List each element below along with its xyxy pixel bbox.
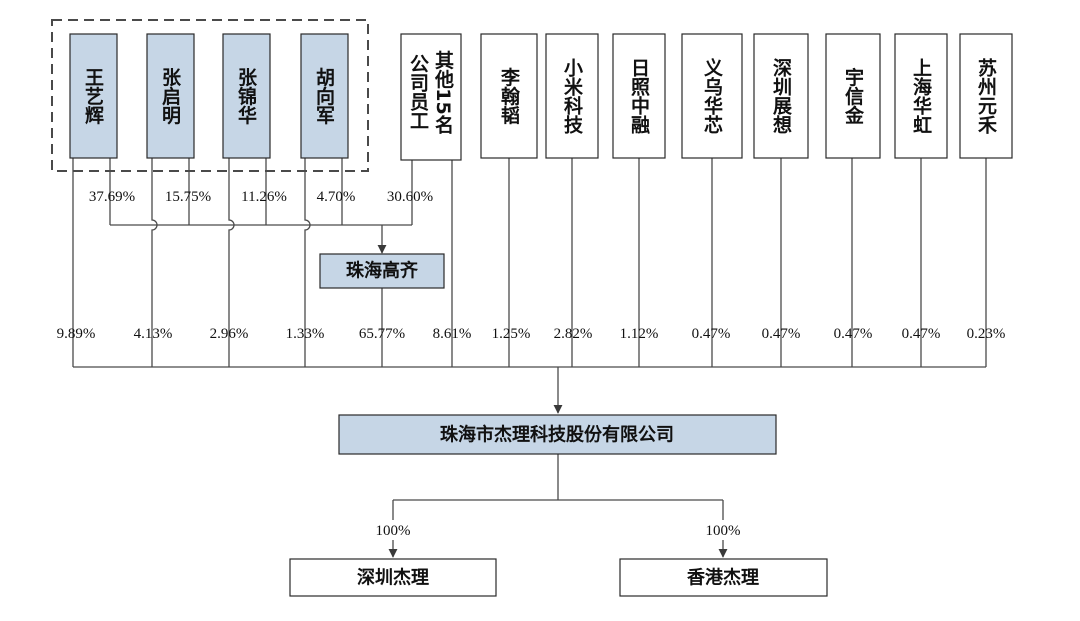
platform-name: 珠海高齐 [346,260,419,282]
pct-label: 2.82% [554,326,593,342]
founder-name: 张锦华 [235,67,257,125]
subsidiary-box-hongkong: 香港杰理 [619,558,828,597]
pct-label: 1.25% [492,326,531,342]
pct-label: 4.13% [134,326,173,342]
pct-label: 0.47% [902,326,941,342]
investor-name: 宇信金 [842,67,865,124]
investor-name: 苏州元禾 [975,57,997,135]
pct-label: 0.47% [834,326,873,342]
pct-label: 4.70% [317,189,356,205]
pct-label: 100% [376,523,411,539]
other-staff-label-col2: 其他15名 [432,50,455,134]
investor-name: 日照中融 [628,58,650,135]
founder-box-zhang-qiming: 张启明 [146,33,195,159]
company-stake-labels: 9.89% 4.13% 2.96% 1.33% 65.77% 8.61% 1.2… [57,326,1006,342]
investor-box-yiwu: 义乌华芯 [681,33,743,159]
pct-label: 65.77% [359,326,405,342]
subsidiary-name: 深圳杰理 [357,567,429,589]
pct-label: 0.47% [692,326,731,342]
founder-box-hu: 胡向军 [300,33,349,159]
other-staff-label-col1: 公司员工 [407,54,429,130]
subsidiary-name: 香港杰理 [686,567,759,589]
pct-label: 15.75% [165,189,211,205]
founder-name: 王艺辉 [82,68,104,126]
pct-label: 0.23% [967,326,1006,342]
platform-box-gaoqi: 珠海高齐 [319,253,445,289]
investor-box-rizhao: 日照中融 [612,33,666,159]
investor-box-xiaomi: 小米科技 [545,33,599,159]
pct-label: 1.12% [620,326,659,342]
pct-label: 100% [706,523,741,539]
pct-label: 2.96% [210,326,249,342]
investor-name: 李翰韬 [498,67,521,125]
company-name: 珠海市杰理科技股份有限公司 [440,424,674,446]
investor-box-li: 李翰韬 [480,33,538,159]
pct-label: 1.33% [286,326,325,342]
investor-box-shenzhen-zhanxiang: 深圳展想 [753,33,809,159]
investor-name: 深圳展想 [770,57,792,134]
investor-box-shanghai-huahong: 上海华虹 [894,33,948,159]
investor-name: 小米科技 [561,58,583,134]
founder-box-zhang-jinhua: 张锦华 [222,33,271,159]
pct-label: 9.89% [57,326,96,342]
pct-label: 11.26% [241,189,287,205]
investor-name: 上海华虹 [910,58,932,134]
investor-name: 义乌华芯 [701,58,723,134]
subsidiary-box-shenzhen: 深圳杰理 [289,558,497,597]
other-staff-box: 公司员工 其他15名 [400,33,462,161]
founder-name: 胡向军 [313,67,335,125]
pct-label: 0.47% [762,326,801,342]
founder-name: 张启明 [159,67,181,125]
pct-label: 37.69% [89,189,135,205]
connector-lines [72,158,987,558]
gaoqi-stake-labels: 37.69% 15.75% 11.26% 4.70% 30.60% [89,189,433,205]
investor-box-yuxinjin: 宇信金 [825,33,881,159]
pct-label: 30.60% [387,189,433,205]
investor-box-suzhou-yuanhe: 苏州元禾 [959,33,1013,159]
pct-label: 8.61% [433,326,472,342]
founder-group-dashed-box [51,19,369,172]
company-box: 珠海市杰理科技股份有限公司 [338,414,777,455]
founder-box-wang: 王艺辉 [69,33,118,159]
